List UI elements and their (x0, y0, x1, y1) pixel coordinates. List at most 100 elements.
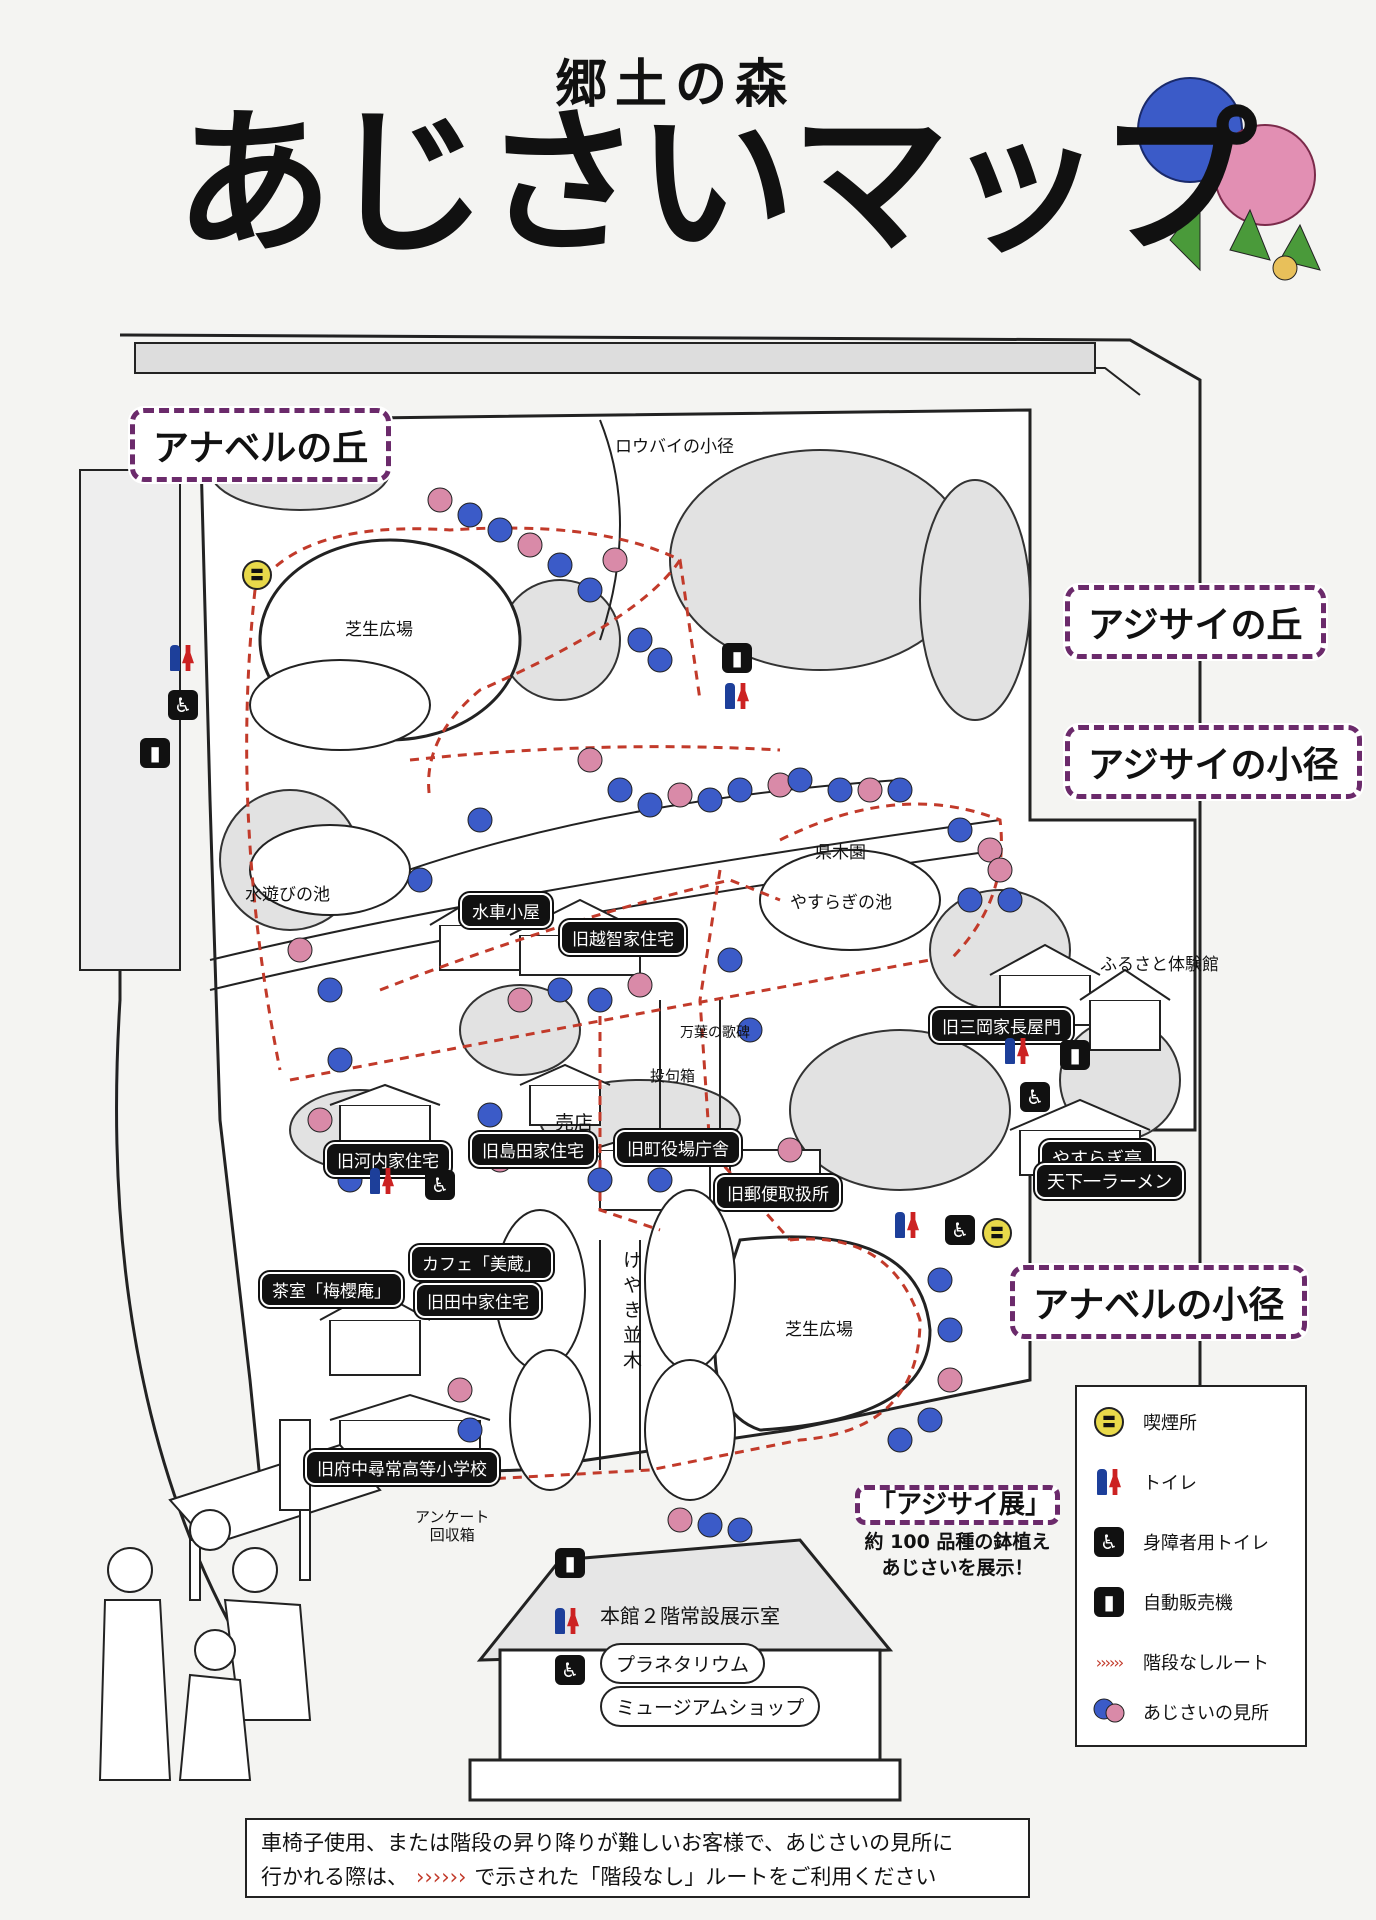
notice-line1: 車椅子使用、または階段の昇り降りが難しいお客様で、あじさいの見所に (261, 1831, 954, 1855)
hydrangea-spot (317, 977, 343, 1003)
callout-ajisai-hill[interactable]: アジサイの丘 (1065, 585, 1326, 659)
label-survey-box: アンケート 回収箱 (415, 1508, 490, 1544)
accessible-toilet-icon: ♿ (555, 1655, 585, 1685)
accessible-toilet-icon: ♿ (168, 690, 198, 720)
toilet-icon (1005, 1038, 1029, 1064)
tag-school[interactable]: 旧府中尋常高等小学校 (303, 1448, 501, 1487)
vending-machine-icon: ▮ (1094, 1587, 1124, 1617)
tag-yubin[interactable]: 旧郵便取扱所 (713, 1173, 843, 1212)
tag-cafe[interactable]: カフェ「美蔵」 (408, 1243, 555, 1282)
callout-ajisai-path[interactable]: アジサイの小径 (1065, 725, 1362, 799)
label-water-pond: 水遊びの池 (245, 885, 330, 905)
hydrangea-spot (737, 1017, 763, 1043)
legend-vending: 自動販売機 (1143, 1593, 1233, 1614)
hydrangea-spot (957, 887, 983, 913)
label-furusato: ふるさと体験館 (1100, 955, 1219, 975)
hydrangea-spot (467, 807, 493, 833)
hydrangea-spot (407, 867, 433, 893)
hydrangea-spot (997, 887, 1023, 913)
toilet-icon (370, 1168, 394, 1194)
hydrangea-spot (917, 1407, 943, 1433)
hydrangea-spot (927, 1267, 953, 1293)
hydrangea-spot (547, 552, 573, 578)
exhibition-callout: 「アジサイ展」 約 100 品種の鉢植え あじさいを展示！ (855, 1485, 1060, 1581)
hydrangea-spot (587, 1167, 613, 1193)
accessible-toilet-icon: ♿ (425, 1170, 455, 1200)
map-legend: 〓喫煙所 トイレ ♿身障者用トイレ ▮自動販売機 ››››››階段なしルート あ… (1075, 1385, 1307, 1747)
hydrangea-spot (777, 1137, 803, 1163)
label-kenmokuen: 県木園 (815, 843, 866, 863)
route-arrow-icon: ›››››› (416, 1865, 467, 1889)
hydrangea-icon (1093, 1698, 1125, 1723)
hydrangea-spot (587, 987, 613, 1013)
hydrangea-spot (637, 792, 663, 818)
hydrangea-spot (327, 1047, 353, 1073)
label-roubai-path: ロウバイの小径 (615, 437, 734, 457)
tag-ramen[interactable]: 天下一ラーメン (1032, 1161, 1187, 1201)
label-tokuban: 投句箱 (650, 1067, 696, 1085)
smoking-icon: 〓 (1094, 1407, 1124, 1437)
hydrangea-spot (727, 1517, 753, 1543)
toilet-icon (1097, 1469, 1121, 1495)
tag-shimada-house[interactable]: 旧島田家住宅 (468, 1130, 598, 1169)
tag-mitaka-gate[interactable]: 旧三岡家長屋門 (928, 1006, 1075, 1045)
label-yasuragi-pond: やすらぎの池 (790, 893, 892, 913)
label-manyo: 万葉の歌碑 (680, 1025, 750, 1041)
hydrangea-spot (697, 787, 723, 813)
tag-suisha[interactable]: 水車小屋 (458, 891, 554, 930)
hydrangea-spot (427, 487, 453, 513)
vending-machine-icon: ▮ (1060, 1040, 1090, 1070)
hydrangea-spot (937, 1317, 963, 1343)
tag-machiyakuba[interactable]: 旧町役場庁舎 (613, 1128, 743, 1167)
hydrangea-spot (517, 532, 543, 558)
hydrangea-spot (447, 1377, 473, 1403)
planetarium-label[interactable]: プラネタリウム (600, 1643, 766, 1684)
hydrangea-spot (287, 937, 313, 963)
hydrangea-spot (487, 517, 513, 543)
hydrangea-spot (647, 647, 673, 673)
notice-line2-a: 行かれる際は、 (261, 1865, 408, 1889)
legend-hydrangea: あじさいの見所 (1143, 1703, 1269, 1724)
page-title: あじさいマップ (175, 91, 1257, 276)
hydrangea-spot (787, 767, 813, 793)
tag-chashitsu[interactable]: 茶室「梅櫻庵」 (258, 1270, 405, 1309)
hydrangea-spot (857, 777, 883, 803)
hydrangea-spot (457, 1417, 483, 1443)
exhibition-line2: あじさいを展示！ (881, 1557, 1034, 1579)
tag-tanaka-house[interactable]: 旧田中家住宅 (413, 1281, 543, 1320)
hydrangea-spot (547, 977, 573, 1003)
vending-machine-icon: ▮ (722, 643, 752, 673)
hydrangea-spot (697, 1512, 723, 1538)
hydrangea-spot (307, 1107, 333, 1133)
legend-accessible-toilet: 身障者用トイレ (1143, 1533, 1269, 1554)
toilet-icon (895, 1212, 919, 1238)
title-small: 郷土の森 (555, 54, 796, 115)
hydrangea-spot (887, 1427, 913, 1453)
accessible-toilet-icon: ♿ (1020, 1082, 1050, 1112)
hydrangea-spot (727, 777, 753, 803)
hydrangea-spot (602, 547, 628, 573)
hydrangea-spot (667, 782, 693, 808)
vending-machine-icon: ▮ (140, 738, 170, 768)
callout-annabel-hill[interactable]: アナベルの丘 (130, 408, 392, 482)
hydrangea-spot (987, 857, 1013, 883)
exhibition-title: 「アジサイ展」 (855, 1485, 1060, 1525)
tag-ochi-house[interactable]: 旧越智家住宅 (558, 918, 688, 957)
accessibility-notice: 車椅子使用、または階段の昇り降りが難しいお客様で、あじさいの見所に 行かれる際は… (245, 1818, 1030, 1898)
hydrangea-spot (627, 972, 653, 998)
hydrangea-spot (947, 817, 973, 843)
toilet-icon (725, 683, 749, 709)
label-lawn-north: 芝生広場 (345, 620, 413, 640)
label-keyaki: けやき並木 (620, 1250, 642, 1375)
legend-toilet: トイレ (1143, 1473, 1197, 1494)
label-shop: 売店 (555, 1112, 594, 1134)
museum-shop-label[interactable]: ミュージアムショップ (600, 1686, 821, 1727)
hydrangea-spot (887, 777, 913, 803)
hydrangea-spot (827, 777, 853, 803)
hydrangea-spot (507, 987, 533, 1013)
hydrangea-spot (577, 747, 603, 773)
exhibition-line1: 約 100 品種の鉢植え (864, 1531, 1051, 1553)
accessible-toilet-icon: ♿ (1094, 1527, 1124, 1557)
smoking-icon: 〓 (982, 1218, 1012, 1248)
callout-annabel-path[interactable]: アナベルの小径 (1010, 1265, 1308, 1339)
